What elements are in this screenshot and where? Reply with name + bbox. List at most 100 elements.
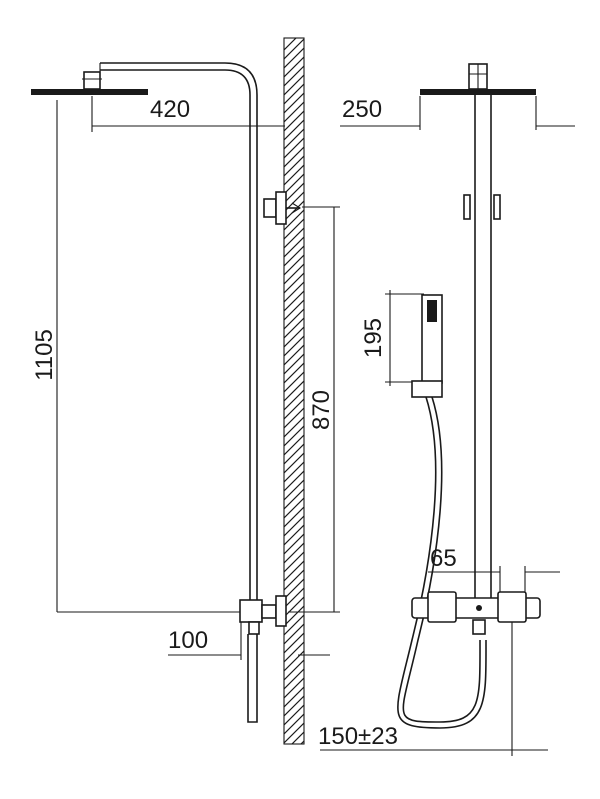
- wall-hatch-line: [284, 461, 304, 483]
- wall-hatch-line: [284, 83, 304, 105]
- wall-hatch-line: [284, 470, 304, 492]
- wall-hatch-line: [284, 722, 304, 744]
- wall-hatch-line: [284, 164, 304, 186]
- wall-hatch-line: [284, 524, 304, 546]
- wall-hatch-line: [284, 38, 297, 51]
- wall-hatch-line: [284, 533, 304, 555]
- wall-hatch-line: [284, 218, 304, 240]
- wall-hatch-line: [284, 623, 304, 645]
- wall-hatch-line: [284, 389, 304, 411]
- wall-hatch-line: [284, 551, 304, 573]
- wall-hatch-line: [284, 434, 304, 456]
- wall-hatch-line: [284, 686, 304, 708]
- wall-hatch-line: [284, 497, 304, 519]
- wall-hatch-line: [284, 245, 304, 267]
- dimension-wall-offset: 100: [168, 627, 208, 654]
- hand-shower: [397, 294, 487, 729]
- dimension-arm-reach: 420: [150, 96, 190, 123]
- shower-arm: [99, 62, 258, 600]
- wall-hatch-line: [284, 272, 304, 294]
- wall-hatch-line: [284, 515, 304, 537]
- wall-hatch-line: [284, 371, 304, 393]
- upper-wall-bracket: [263, 191, 302, 225]
- wall-hatch-line: [284, 425, 304, 447]
- wall-hatch-line: [284, 407, 304, 429]
- wall-hatch-line: [284, 155, 304, 177]
- wall-hatch-line: [284, 47, 304, 69]
- wall-hatch-line: [284, 560, 304, 582]
- wall-hatch-line: [284, 488, 304, 510]
- dimension-handshower-length: 195: [360, 318, 387, 358]
- wall-hatch-line: [284, 704, 304, 726]
- wall-hatch-line: [284, 479, 304, 501]
- wall: [283, 37, 305, 779]
- wall-hatch-line: [284, 317, 304, 339]
- wall-hatch-line: [284, 362, 304, 384]
- wall-hatch-line: [284, 200, 304, 222]
- wall-hatch-line: [284, 65, 304, 87]
- wall-hatch-line: [284, 759, 304, 779]
- wall-hatch-line: [284, 632, 304, 654]
- wall-hatch-line: [284, 452, 304, 474]
- wall-hatch-line: [284, 128, 304, 150]
- wall-hatch-line: [284, 641, 304, 663]
- front-view: 250 195 65 150±23: [318, 63, 575, 756]
- wall-hatch-line: [284, 443, 304, 465]
- wall-hatch-line: [284, 299, 304, 321]
- wall-hatch-line: [284, 236, 304, 258]
- wall-hatch-line: [291, 731, 304, 744]
- wall-hatch-line: [284, 596, 304, 618]
- wall-hatch-line: [284, 605, 304, 627]
- dimension-valve-offset: 65: [430, 545, 457, 572]
- rain-shower-head: [31, 71, 148, 95]
- wall-hatch-line: [284, 137, 304, 159]
- rain-shower-head-front: [420, 63, 536, 95]
- wall-hatch-line: [284, 713, 304, 735]
- wall-hatch-line: [284, 110, 304, 132]
- wall-hatch-line: [284, 119, 304, 141]
- wall-hatch-line: [284, 227, 304, 249]
- wall-hatch-line: [284, 380, 304, 402]
- dimension-bracket-spacing: 870: [308, 390, 335, 430]
- wall-hatch-line: [284, 326, 304, 348]
- wall-hatch-line: [284, 614, 304, 636]
- wall-hatch-line: [284, 290, 304, 312]
- wall-hatch-line: [284, 308, 304, 330]
- wall-hatch-line: [284, 668, 304, 690]
- mixer-front: [411, 591, 541, 635]
- wall-hatch-line: [284, 750, 304, 770]
- dimension-lines-front: [320, 96, 575, 756]
- wall-hatch-line: [284, 344, 304, 366]
- wall-hatch-line: [284, 92, 304, 114]
- wall-hatch-line: [284, 569, 304, 591]
- wall-hatch-line: [284, 587, 304, 609]
- wall-hatch-line: [284, 650, 304, 672]
- riser-front: [463, 89, 501, 598]
- wall-hatch-line: [284, 416, 304, 438]
- wall-hatch-line: [284, 542, 304, 564]
- dimension-inlet-centres: 150±23: [318, 723, 398, 750]
- wall-hatch-line: [284, 74, 304, 96]
- wall-hatch-line: [284, 335, 304, 357]
- wall-hatch-line: [284, 254, 304, 276]
- wall-hatch-line: [284, 209, 304, 231]
- wall-hatch-line: [284, 281, 304, 303]
- wall-hatch-line: [284, 506, 304, 528]
- wall-hatch-line: [284, 173, 304, 195]
- wall-hatch-line: [284, 659, 304, 681]
- wall-hatch-line: [284, 191, 304, 213]
- dimension-lines-side: [56, 96, 340, 660]
- wall-hatch-line: [284, 353, 304, 375]
- dimension-head-width: 250: [342, 96, 382, 123]
- wall-hatch-line: [284, 38, 304, 60]
- wall-hatch-line: [284, 695, 304, 717]
- wall-hatch-line: [284, 182, 304, 204]
- wall-hatch-line: [284, 56, 304, 78]
- dimension-column-height: 1105: [31, 329, 58, 381]
- wall-hatch-line: [284, 677, 304, 699]
- side-view: 420 1105 870 100: [31, 37, 340, 779]
- wall-hatch-line: [284, 398, 304, 420]
- mixer-side: [239, 595, 287, 723]
- wall-hatch-line: [284, 146, 304, 168]
